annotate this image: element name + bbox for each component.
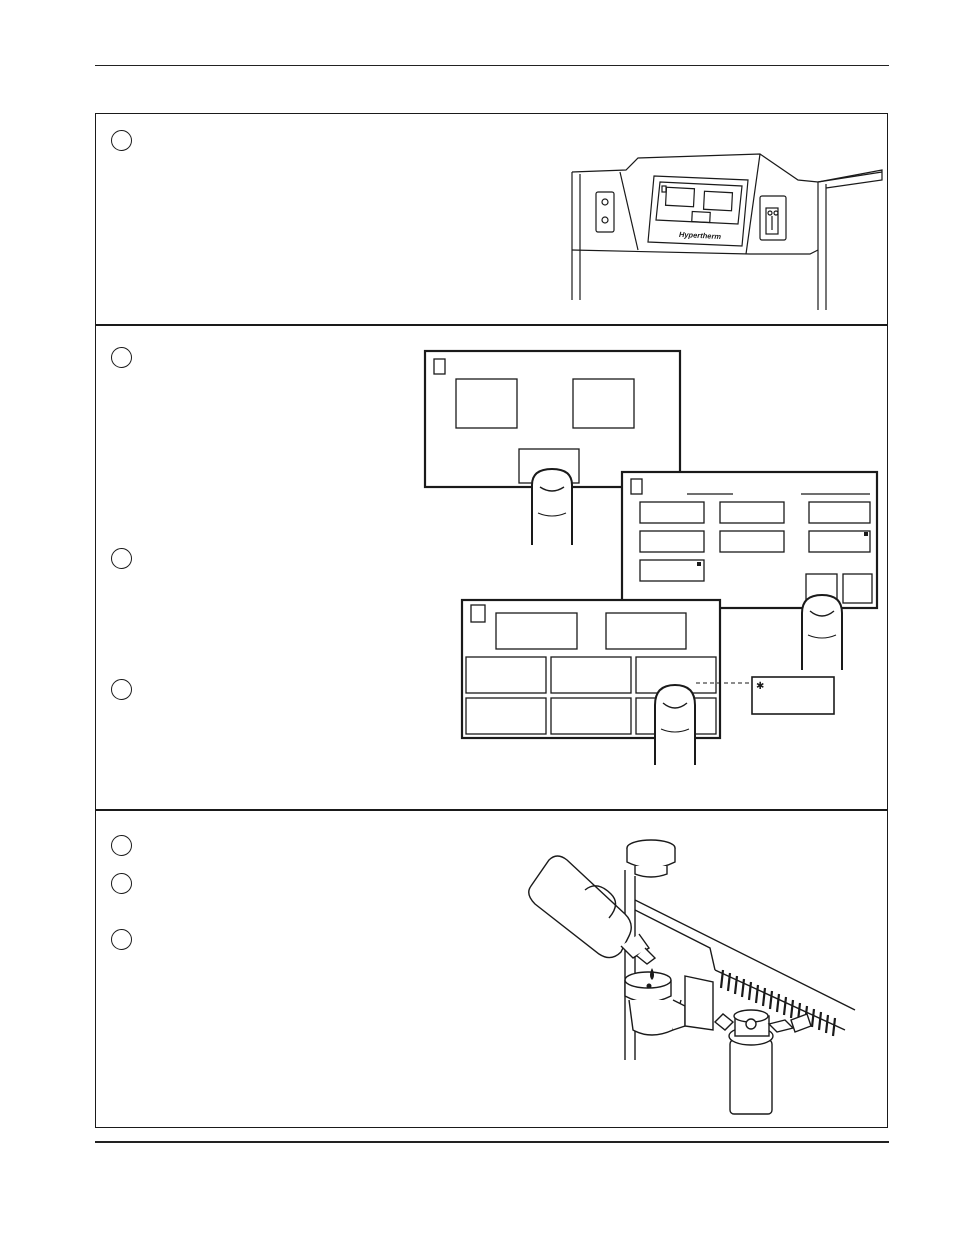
- bottle-icon: [528, 855, 657, 965]
- control-panel-icon: Hypertherm: [571, 153, 883, 310]
- touchscreen-sequence: ✱: [423, 349, 879, 765]
- indicator-symbol: ✱: [756, 681, 764, 692]
- step-circle-1: [111, 130, 132, 151]
- callout-box: [751, 676, 835, 715]
- step-circle-5: [111, 835, 132, 856]
- step-circle-4: [111, 679, 132, 700]
- brand-label: Hypertherm: [679, 230, 722, 241]
- section-divider-2: [95, 809, 888, 811]
- finger-icon: [801, 593, 843, 670]
- section-divider-1: [95, 324, 888, 326]
- procedure-box: [95, 113, 888, 1128]
- coolant-fill-illustration: [528, 839, 856, 1115]
- step-circle-2: [111, 347, 132, 368]
- filter-icon: [713, 1009, 812, 1115]
- finger-icon: [531, 467, 573, 545]
- step-circle-6: [111, 873, 132, 894]
- finger-icon: [654, 683, 696, 765]
- step-circle-3: [111, 548, 132, 569]
- step-circle-7: [111, 929, 132, 950]
- header-rule: [95, 65, 889, 66]
- footer-rule: [95, 1141, 889, 1143]
- cap-icon: [626, 839, 676, 878]
